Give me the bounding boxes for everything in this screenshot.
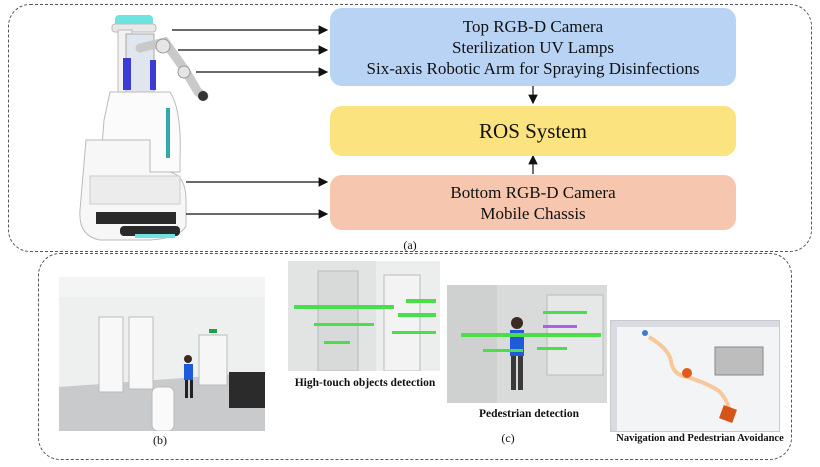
top-sensors-box: Top RGB-D Camera Sterilization UV Lamps … (330, 8, 736, 86)
top-box-line-1: Top RGB-D Camera (462, 16, 604, 36)
caption-pedestrian: Pedestrian detection (479, 408, 579, 420)
caption-b: (b) (153, 433, 167, 447)
navigation-map (610, 320, 780, 432)
high-touch-detection-photo (288, 261, 440, 371)
top-box-line-3: Six-axis Robotic Arm for Spraying Disinf… (366, 58, 700, 78)
ros-system-box: ROS System (330, 106, 736, 156)
caption-c: (c) (501, 431, 515, 445)
pedestrian-detection-photo (447, 285, 607, 403)
bottom-box-line-2: Mobile Chassis (480, 203, 586, 223)
corridor-photo (59, 277, 265, 431)
caption-a: (a) (403, 238, 417, 252)
top-box-line-2: Sterilization UV Lamps (451, 37, 615, 57)
panel-bc-frame (38, 253, 792, 460)
caption-high-touch: High-touch objects detection (294, 377, 436, 389)
ros-system-label: ROS System (479, 119, 587, 143)
caption-navigation: Navigation and Pedestrian Avoidance (616, 433, 784, 444)
bottom-sensors-box: Bottom RGB-D Camera Mobile Chassis (330, 175, 736, 230)
bottom-box-line-1: Bottom RGB-D Camera (450, 182, 616, 202)
panel-a-frame (8, 4, 812, 252)
